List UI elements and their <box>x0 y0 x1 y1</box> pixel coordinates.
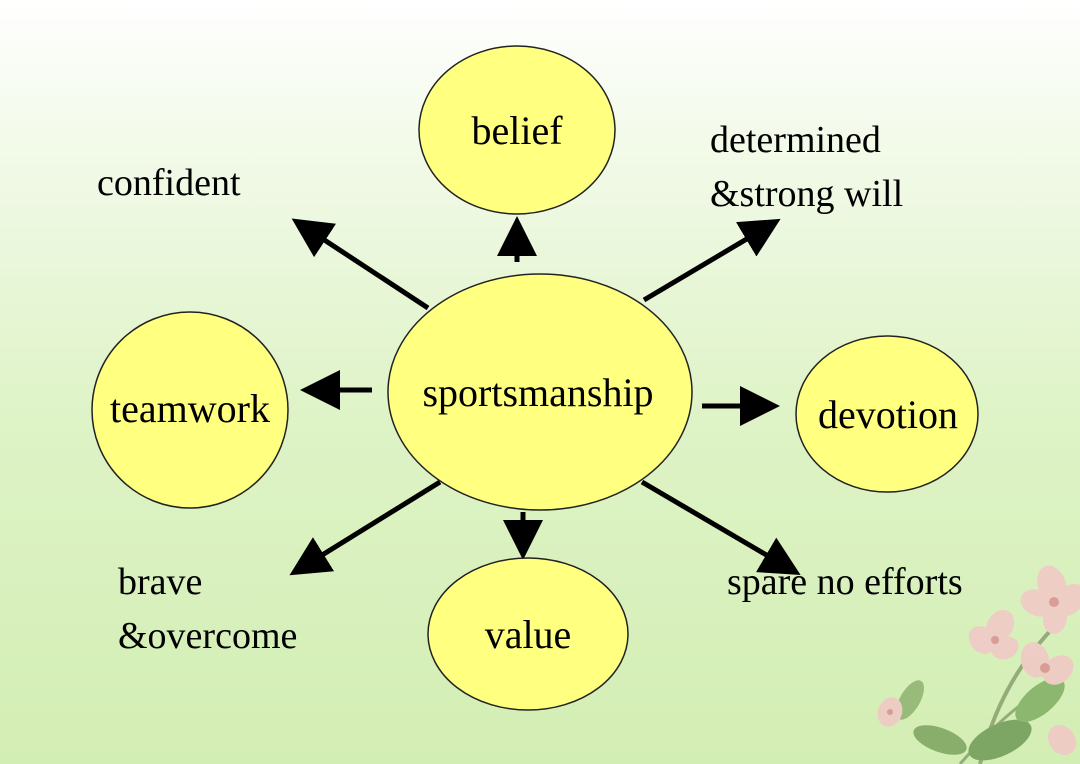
arrow-to-brave <box>289 479 442 576</box>
node-devotion-label: devotion <box>818 392 958 437</box>
label-confident: confident <box>97 162 241 204</box>
node-devotion: devotion <box>795 335 979 493</box>
node-belief-label: belief <box>471 108 563 153</box>
node-center-label: sportsmanship <box>422 370 653 415</box>
node-center-sportsmanship: sportsmanship <box>387 273 693 511</box>
node-devotion-shape <box>795 335 979 493</box>
label-determined-line2: &strong will <box>710 173 903 215</box>
label-brave-line1: brave <box>118 561 202 603</box>
label-determined-line1: determined <box>710 119 881 161</box>
arrow-to-confident <box>291 218 430 311</box>
label-brave-line2: &overcome <box>118 615 297 657</box>
node-teamwork-label: teamwork <box>110 386 270 431</box>
node-center-shape <box>387 273 693 511</box>
node-teamwork: teamwork <box>91 311 289 509</box>
arrow-to-spare <box>640 479 801 576</box>
node-belief-shape <box>418 45 616 215</box>
node-value: value <box>427 557 629 711</box>
flower-decoration-icon <box>877 565 1080 764</box>
arrow-to-determined <box>642 218 781 303</box>
label-spare-no-efforts: spare no efforts <box>727 561 963 603</box>
node-value-label: value <box>485 612 572 657</box>
node-teamwork-shape <box>91 311 289 509</box>
node-value-shape <box>427 557 629 711</box>
arrows <box>289 216 801 576</box>
node-belief: belief <box>418 45 616 215</box>
